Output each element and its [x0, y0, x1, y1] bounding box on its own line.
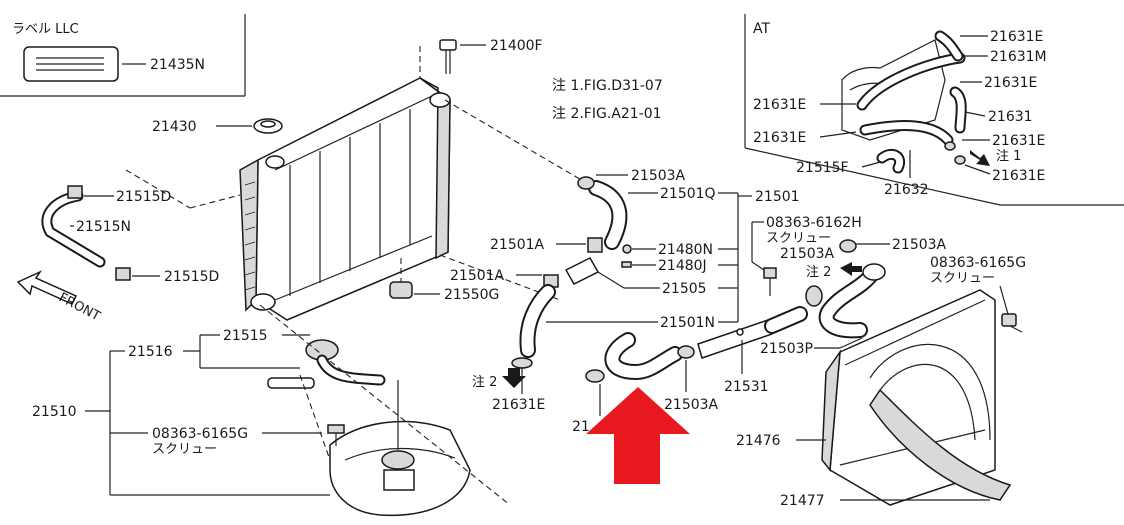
radiator-hose-upper-right: [818, 266, 880, 339]
screw-right: [1001, 313, 1023, 333]
label-21430: 21430: [152, 119, 197, 135]
hose-clamp-21503A-top: [577, 176, 595, 190]
at-label-21631E-bottom: 21631E: [992, 168, 1045, 184]
label-21516: 21516: [128, 344, 173, 360]
note-1: 注 1.FIG.D31-07: [552, 78, 663, 94]
llc-label-box: ラベル LLC 21435N: [0, 14, 246, 97]
label-21515D-top: 21515D: [116, 189, 171, 205]
label-21480J: 21480J: [658, 258, 707, 274]
hose-clamp-21503P: [805, 285, 823, 307]
hose-clamp-21501A-1: [587, 237, 603, 253]
label-screw-word-left: スクリュー: [152, 442, 217, 457]
radiator-cap: [253, 118, 283, 134]
label-screw-08363-6165G-right: 08363-6165G: [930, 255, 1026, 271]
radiator-inlet-neck: [429, 92, 451, 108]
red-pointer-arrow: [586, 387, 690, 484]
label-21435N: 21435N: [150, 57, 205, 73]
at-box-title: AT: [753, 21, 770, 37]
upper-hose-21501Q: [588, 180, 628, 250]
water-pipe-21531: [697, 306, 808, 359]
label-21515: 21515: [223, 328, 268, 344]
label-screw-word-right1: スクリュー: [766, 231, 831, 246]
hose-clamp-lower-left: [585, 369, 605, 383]
at-label-21631M: 21631M: [990, 49, 1047, 65]
at-label-21631E-left2: 21631E: [753, 130, 806, 146]
at-note1-arrow: [970, 150, 990, 166]
label-21503A-right-b: 21503A: [780, 246, 835, 262]
mount-rubber: [389, 258, 413, 299]
fan-shroud-lower-21477: [869, 388, 1012, 501]
water-outlet-21505: [564, 257, 625, 289]
label-21503P: 21503P: [760, 341, 813, 357]
label-21515D-bottom: 21515D: [164, 269, 219, 285]
label-21515N: 21515N: [76, 219, 131, 235]
hose-end-right: [862, 263, 886, 281]
tank-screw: [327, 424, 345, 446]
label-21631E-center: 21631E: [492, 397, 545, 413]
label-screw-08363-6162H: 08363-6162H: [766, 215, 862, 231]
label-note2-right: 注 2: [806, 265, 831, 280]
label-note2-center: 注 2: [472, 375, 497, 390]
at-label-21631E-top: 21631E: [990, 29, 1043, 45]
label-21501: 21501: [755, 189, 800, 205]
radiator-core-fins: [289, 109, 411, 296]
hose-clamp-21631E: [511, 357, 533, 369]
label-21503A-bottom: 21503A: [664, 397, 719, 413]
note2-arrow-right: [840, 262, 862, 276]
label-21510: 21510: [32, 404, 77, 420]
reservoir-tank: [329, 380, 471, 517]
label-21501A-2: 21501A: [450, 268, 505, 284]
hose-clamp-21503A-right-a: [839, 239, 857, 253]
note2-arrow-center: [502, 368, 526, 388]
at-label-21631: 21631: [988, 109, 1033, 125]
at-oil-cooler-lines: [856, 30, 967, 146]
hose-21501N: [519, 284, 556, 358]
at-inset-box: AT 21631E 21631M 21631E 21631 21631E 216…: [744, 14, 1124, 206]
at-label-note1: 注 1: [996, 149, 1021, 164]
washer-21480J: [621, 261, 632, 268]
radiator: [239, 77, 451, 321]
at-label-21631E-right2: 21631E: [992, 133, 1045, 149]
at-label-21631E-left1: 21631E: [753, 97, 806, 113]
label-21-partial: 21: [572, 419, 590, 435]
hose-clip-top: [67, 185, 83, 199]
radiator-outlet-neck: [250, 293, 276, 311]
at-label-21632: 21632: [884, 182, 929, 198]
label-21480N: 21480N: [658, 242, 713, 258]
hose-clamp-21503A-bottom: [677, 345, 695, 359]
front-label: FRONT: [56, 290, 102, 324]
screw-08363-6162H: [763, 267, 777, 296]
radiator-filler-neck: [265, 155, 285, 169]
note-2: 注 2.FIG.A21-01: [552, 106, 662, 122]
drain-bolt: [439, 39, 457, 74]
bolt-21480N: [622, 244, 632, 254]
label-21503A-right-a: 21503A: [892, 237, 947, 253]
label-21477: 21477: [780, 493, 825, 509]
label-21400F: 21400F: [490, 38, 543, 54]
at-label-21631E-right1: 21631E: [984, 75, 1037, 91]
label-21501A-1: 21501A: [490, 237, 545, 253]
label-21531: 21531: [724, 379, 769, 395]
label-21550G: 21550G: [444, 287, 499, 303]
label-21505: 21505: [662, 281, 707, 297]
llc-box-title: ラベル LLC: [12, 22, 79, 37]
label-21476: 21476: [736, 433, 781, 449]
label-screw-word-right2: スクリュー: [930, 271, 995, 286]
label-21501N: 21501N: [660, 315, 715, 331]
label-21503A-top: 21503A: [631, 168, 686, 184]
hose-clip-bottom: [115, 267, 131, 281]
label-21501Q: 21501Q: [660, 186, 716, 202]
front-direction-arrow: FRONT: [16, 270, 102, 324]
reservoir-cap-hose-21515: [267, 339, 386, 389]
at-label-21515F: 21515F: [796, 160, 849, 176]
label-screw-08363-6165G-left: 08363-6165G: [152, 426, 248, 442]
lower-hose-bent: [604, 332, 683, 381]
